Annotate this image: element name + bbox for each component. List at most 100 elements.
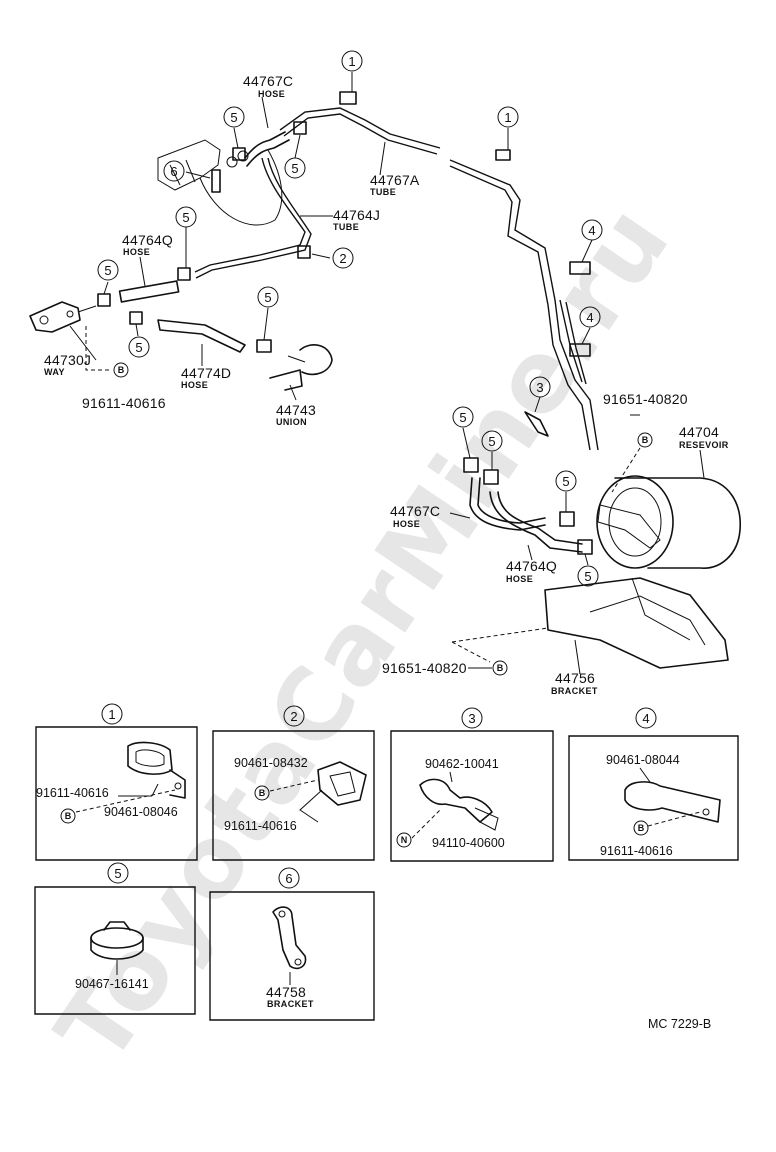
- detail-box-3: 3 90462-10041 N 94110-40600: [390, 707, 554, 862]
- lower-hoses-drawing: [463, 457, 593, 555]
- callout-6: 6: [163, 160, 185, 182]
- label-44767c-low-name: HOSE: [393, 519, 420, 529]
- callout-5-f: 5: [128, 336, 150, 358]
- label-44767c-top-name: HOSE: [258, 89, 285, 99]
- bolt-b-b: B: [637, 432, 653, 448]
- label-44730j: 44730J: [44, 352, 91, 368]
- tube-44764j-drawing-b: [195, 157, 312, 279]
- box4-label-a: 90461-08044: [606, 753, 680, 767]
- hose-44764q-top-drawing: [118, 280, 180, 303]
- label-44730j-name: WAY: [44, 367, 65, 377]
- label-44756-name: BRACKET: [551, 686, 598, 696]
- hose-44774d-drawing: [157, 319, 246, 353]
- label-91651-40820-mid: 91651-40820: [603, 391, 688, 407]
- tube-44764j-drawing: [194, 157, 306, 273]
- svg-text:6: 6: [170, 164, 177, 179]
- svg-text:3: 3: [468, 711, 475, 726]
- callout-1-a: 1: [341, 50, 363, 72]
- label-44764q-top: 44764Q: [122, 232, 173, 248]
- svg-text:5: 5: [291, 161, 298, 176]
- part-labels-upper: 44767C HOSE 44767A TUBE 44764J TUBE 4476…: [44, 73, 729, 696]
- hose-44767c-top-drawing: [244, 131, 286, 159]
- svg-text:B: B: [65, 811, 72, 821]
- box5-label: 90467-16141: [75, 977, 149, 991]
- label-44743-name: UNION: [276, 417, 307, 427]
- master-cylinder-drawing: [157, 139, 283, 226]
- svg-text:5: 5: [135, 340, 142, 355]
- callout-3: 3: [529, 376, 551, 398]
- svg-text:5: 5: [488, 434, 495, 449]
- leader-lines: [69, 72, 705, 675]
- svg-text:1: 1: [348, 54, 355, 69]
- svg-text:5: 5: [230, 110, 237, 125]
- box1-label-a: 91611-40616: [36, 786, 109, 800]
- svg-text:5: 5: [182, 210, 189, 225]
- label-44764q-low-name: HOSE: [506, 574, 533, 584]
- label-44764q-top-name: HOSE: [123, 247, 150, 257]
- svg-text:B: B: [497, 663, 504, 673]
- box3-label-a: 90462-10041: [425, 757, 499, 771]
- union-44743-drawing: [269, 344, 333, 391]
- svg-text:B: B: [642, 435, 649, 445]
- way-44730j-drawing: [29, 301, 97, 333]
- svg-text:3: 3: [536, 380, 543, 395]
- label-44764j: 44764J: [333, 207, 380, 223]
- label-91611-40616-top: 91611-40616: [82, 395, 166, 411]
- label-44767a: 44767A: [370, 172, 420, 188]
- callouts-upper: 1 1 5 5 6 5 2 5 5 5 4 4 3 5 5 5 5 B B B: [97, 50, 653, 676]
- hose-44767c-top-drawing-b: [246, 139, 290, 167]
- label-44767a-name: TUBE: [370, 187, 396, 197]
- diagram-code: MC 7229-B: [648, 1017, 711, 1031]
- box1-label-b: 90461-08046: [104, 805, 178, 819]
- box3-label-b: 94110-40600: [432, 836, 505, 850]
- box6-label-name: BRACKET: [267, 999, 314, 1009]
- svg-text:B: B: [118, 365, 125, 375]
- callout-5-g: 5: [452, 406, 474, 428]
- detail-box-5: 5 90467-16141: [34, 862, 196, 1015]
- svg-text:2: 2: [339, 251, 346, 266]
- callout-5-b: 5: [284, 157, 306, 179]
- watermark-text: ToyotaCarMine.ru: [35, 185, 692, 1083]
- callout-5-a: 5: [223, 106, 245, 128]
- svg-text:4: 4: [588, 223, 595, 238]
- svg-text:6: 6: [285, 871, 292, 886]
- label-44743: 44743: [276, 402, 316, 418]
- svg-text:5: 5: [562, 474, 569, 489]
- box2-label-b: 91611-40616: [224, 819, 297, 833]
- callout-5-c: 5: [175, 206, 197, 228]
- callout-5-j: 5: [577, 565, 599, 587]
- callout-4-b: 4: [579, 306, 601, 328]
- callout-4-a: 4: [581, 219, 603, 241]
- label-44704-name: RESEVOIR: [679, 440, 729, 450]
- detail-box-1: 1 91611-40616 B 90461-08046: [35, 703, 198, 861]
- bolt-b-c: B: [492, 660, 508, 676]
- svg-text:B: B: [259, 788, 266, 798]
- svg-text:1: 1: [108, 707, 115, 722]
- svg-text:5: 5: [584, 569, 591, 584]
- label-44704: 44704: [679, 424, 719, 440]
- callout-5-e: 5: [257, 286, 279, 308]
- label-44774d: 44774D: [181, 365, 231, 381]
- svg-text:1: 1: [504, 110, 511, 125]
- bracket-44756-drawing: [544, 577, 729, 669]
- callout-5-d: 5: [97, 259, 119, 281]
- detail-box-6: 6 44758 BRACKET: [209, 867, 375, 1021]
- svg-text:B: B: [638, 823, 645, 833]
- label-44764q-low: 44764Q: [506, 558, 557, 574]
- label-44767c-low: 44767C: [390, 503, 440, 519]
- svg-text:5: 5: [459, 410, 466, 425]
- svg-text:5: 5: [114, 866, 121, 881]
- detail-box-4: 4 90461-08044 B 91611-40616: [568, 707, 739, 861]
- box2-label-a: 90461-08432: [234, 756, 308, 770]
- box4-label-b: 91611-40616: [600, 844, 673, 858]
- bolt-b-a: B: [113, 362, 129, 378]
- svg-text:4: 4: [642, 711, 649, 726]
- label-44756: 44756: [555, 670, 595, 686]
- callout-5-i: 5: [555, 470, 577, 492]
- callout-5-h: 5: [481, 430, 503, 452]
- svg-text:4: 4: [586, 310, 593, 325]
- detail-box-2: 2 90461-08432 B 91611-40616: [212, 705, 375, 861]
- box6-label-number: 44758: [266, 984, 306, 1000]
- reservoir-44704-drawing: [596, 475, 741, 569]
